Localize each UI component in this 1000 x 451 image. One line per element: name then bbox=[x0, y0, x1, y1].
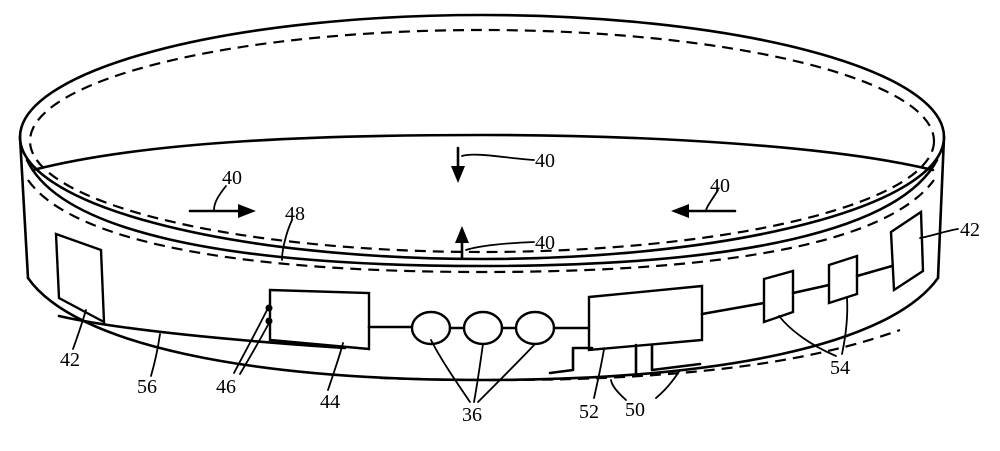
module-right bbox=[587, 284, 704, 352]
contact-lower bbox=[265, 317, 273, 325]
inner-bottom-edge bbox=[31, 133, 935, 172]
band-components bbox=[54, 209, 925, 376]
leader-46-a bbox=[233, 309, 268, 374]
module-left bbox=[268, 288, 371, 351]
label-52: 52 bbox=[579, 401, 599, 423]
flow-arrow-right-head bbox=[671, 204, 689, 218]
leader-48 bbox=[281, 219, 293, 261]
leader-36-a bbox=[430, 339, 471, 403]
stepped-wire bbox=[548, 343, 702, 376]
outer-rim bbox=[18, 13, 946, 261]
leader-flow-bottom bbox=[465, 241, 535, 251]
leader-52 bbox=[593, 348, 605, 399]
leader-flow-top bbox=[461, 153, 535, 161]
leader-54-b bbox=[841, 297, 849, 355]
leader-56 bbox=[150, 333, 161, 377]
right-wall bbox=[936, 135, 946, 280]
cell-2 bbox=[462, 310, 504, 346]
leader-36-c bbox=[477, 343, 536, 403]
wire-module-to-comp-1 bbox=[700, 301, 766, 316]
leader-46-b bbox=[239, 322, 270, 375]
leader-lines bbox=[72, 153, 959, 403]
label-50: 50 bbox=[625, 399, 645, 421]
wire-comp-1-2 bbox=[791, 283, 831, 295]
leader-50-a bbox=[610, 379, 627, 401]
label-48: 48 bbox=[285, 203, 305, 225]
label-42-right: 42 bbox=[960, 219, 980, 241]
rim-dashed-line bbox=[28, 28, 936, 254]
band-dashed-line bbox=[27, 179, 935, 274]
label-40-bottom: 40 bbox=[535, 232, 555, 254]
wire-comp-2-to-pad bbox=[855, 264, 894, 278]
pad-right bbox=[889, 209, 925, 293]
bottom-dashed-line bbox=[379, 328, 901, 382]
lower-wire bbox=[57, 314, 332, 349]
leader-42-left bbox=[72, 309, 87, 350]
leader-50-b bbox=[655, 369, 681, 399]
leader-44 bbox=[327, 342, 344, 391]
small-component-1 bbox=[762, 269, 795, 324]
cell-3 bbox=[514, 310, 556, 346]
flow-arrow-top-head bbox=[451, 166, 465, 183]
label-44: 44 bbox=[320, 391, 340, 413]
flow-arrow-bottom-head bbox=[455, 226, 469, 243]
label-40-right: 40 bbox=[710, 175, 730, 197]
band-bottom-edge bbox=[26, 276, 940, 382]
flow-arrow-left-head bbox=[238, 204, 256, 218]
label-40-top: 40 bbox=[535, 150, 555, 172]
pad-left bbox=[54, 232, 106, 325]
label-54: 54 bbox=[830, 357, 850, 379]
label-36: 36 bbox=[462, 404, 482, 426]
label-46: 46 bbox=[216, 376, 236, 398]
label-40-left: 40 bbox=[222, 167, 242, 189]
ring-structure bbox=[18, 13, 946, 382]
small-component-2 bbox=[827, 254, 859, 305]
leader-flow-right bbox=[705, 189, 719, 212]
flow-arrows bbox=[188, 146, 737, 260]
band-top-edge bbox=[25, 158, 939, 268]
leader-42-right bbox=[919, 228, 959, 239]
leader-54-a bbox=[778, 315, 837, 357]
label-42-left: 42 bbox=[60, 349, 80, 371]
reference-labels: 40 40 40 40 48 42 42 56 46 44 36 52 50 5… bbox=[60, 150, 980, 426]
left-wall bbox=[18, 135, 30, 280]
leader-flow-left bbox=[213, 185, 227, 211]
label-56: 56 bbox=[137, 376, 157, 398]
leader-36-b bbox=[473, 343, 484, 403]
